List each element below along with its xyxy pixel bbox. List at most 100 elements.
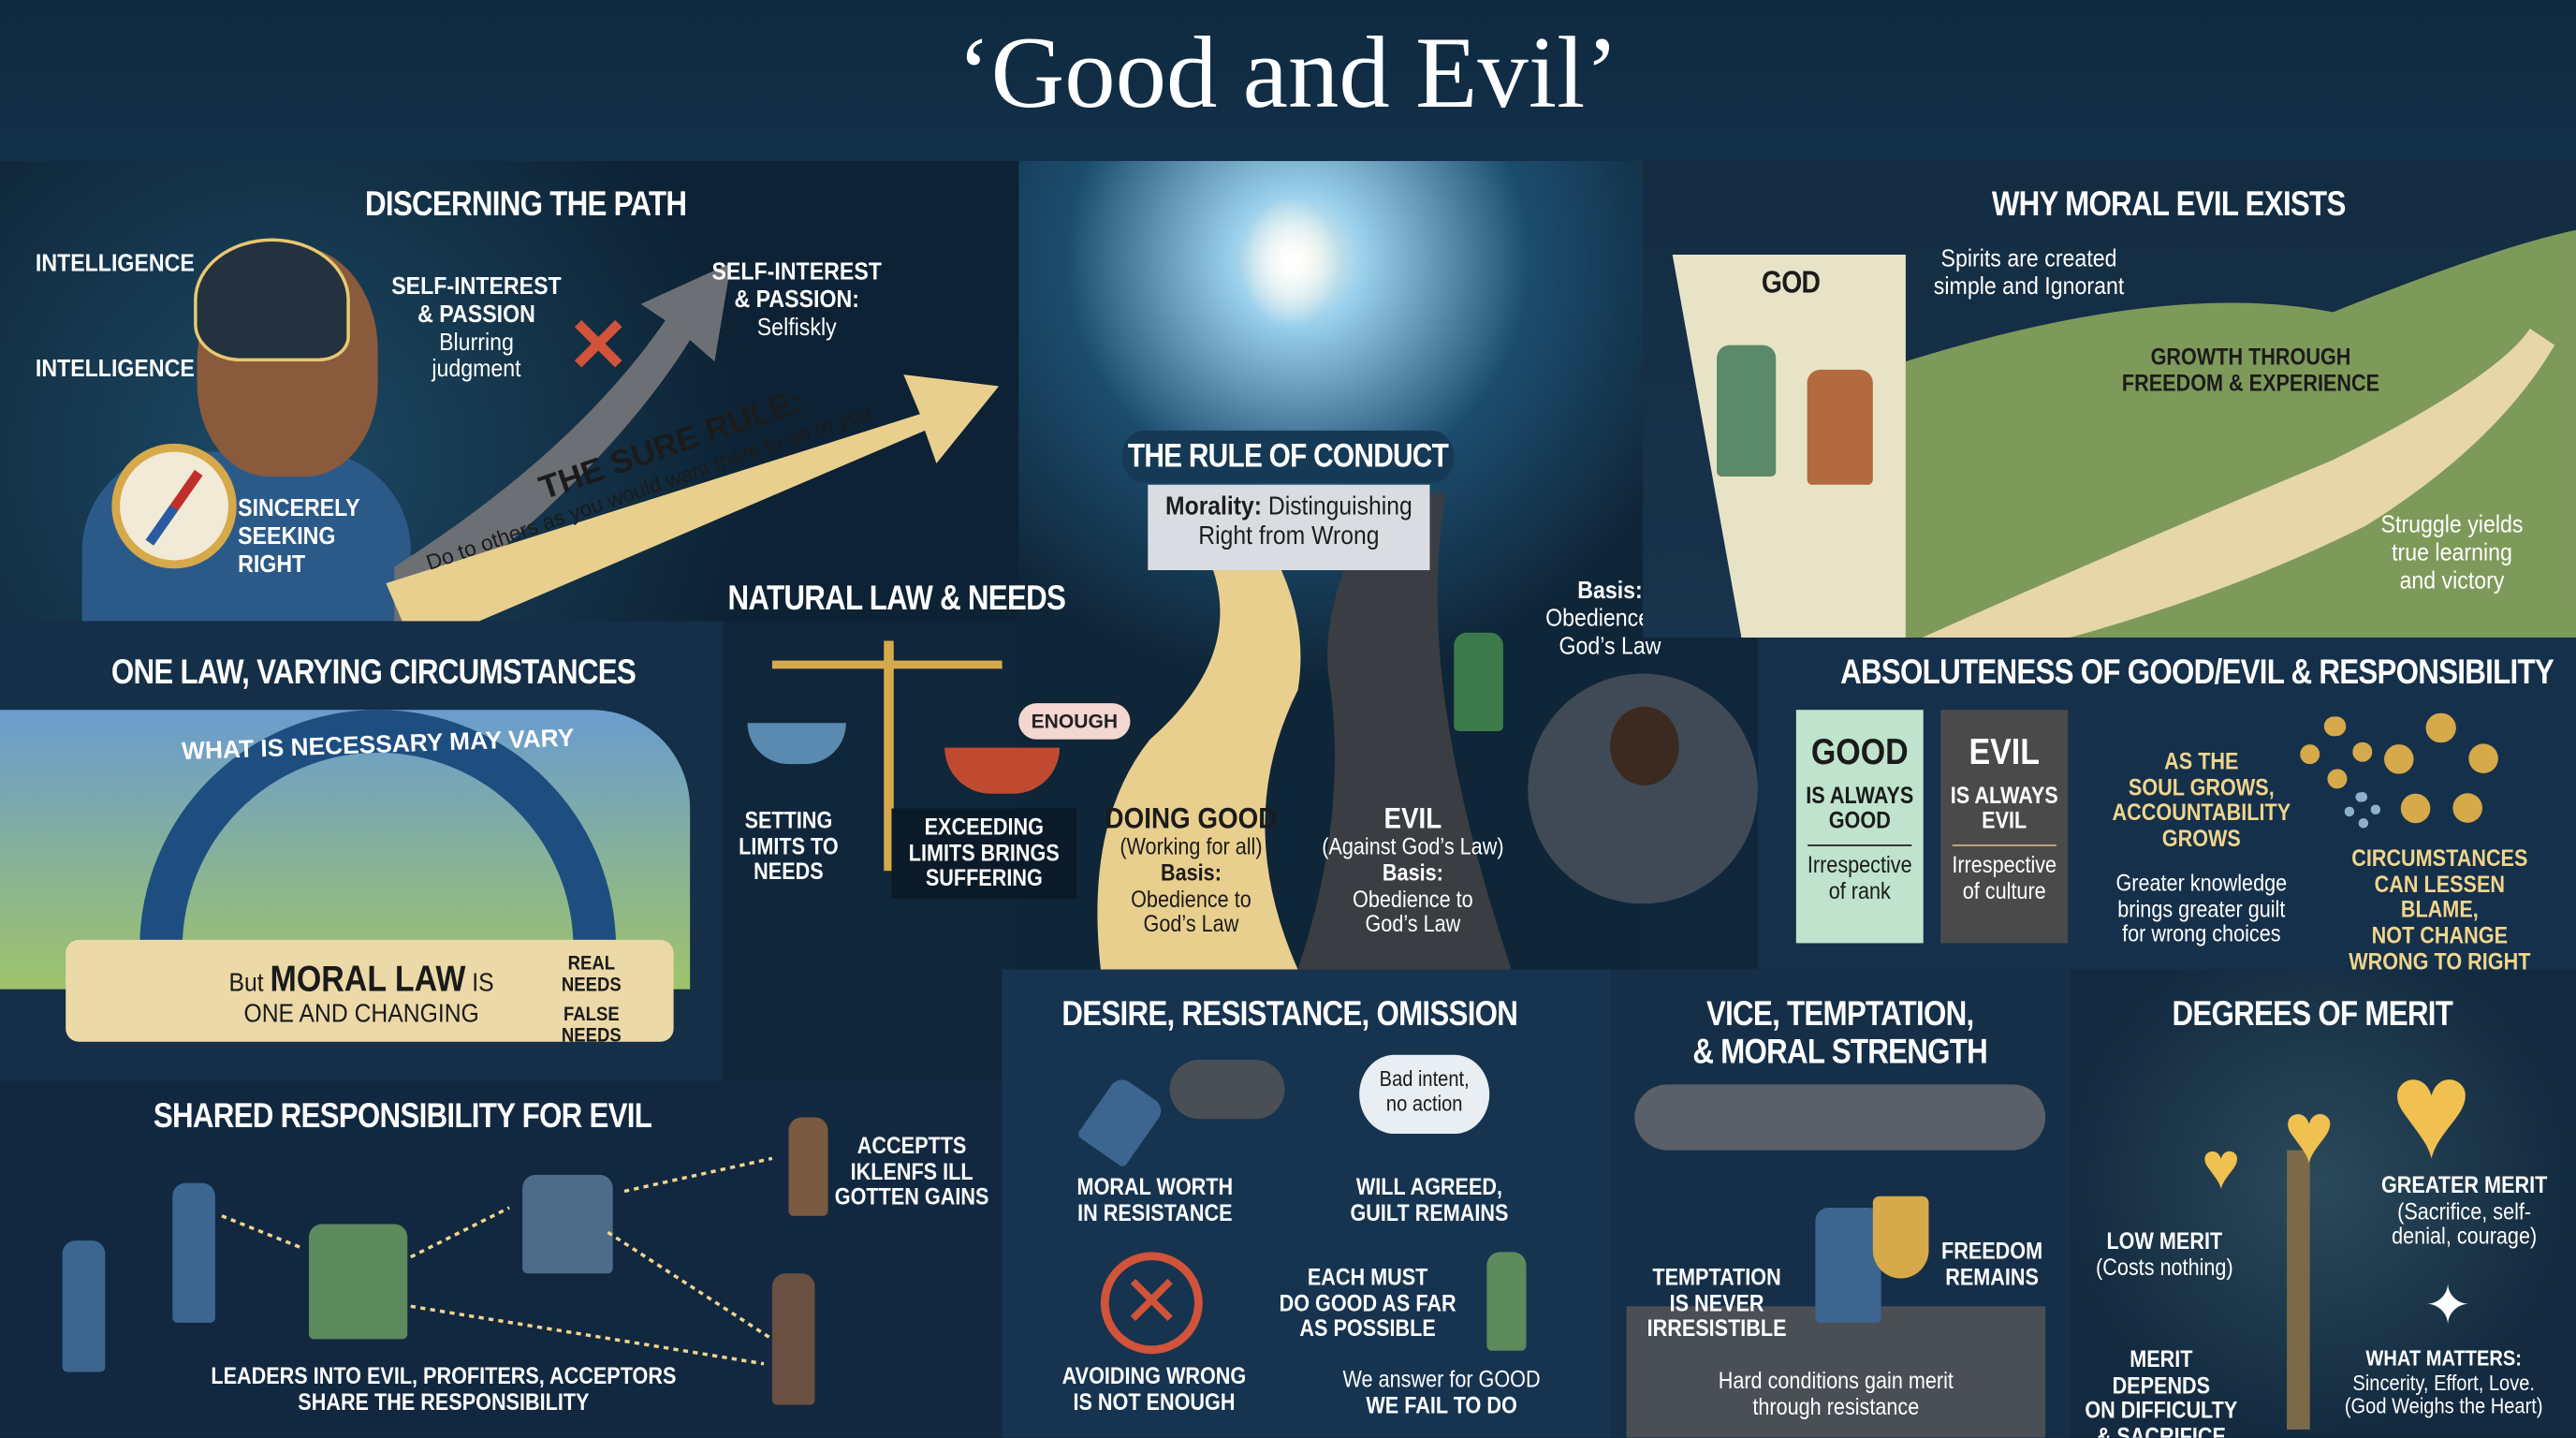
line: GROWTH THROUGH	[2150, 343, 2351, 370]
line: SETTING	[744, 806, 833, 833]
leader-figure	[172, 1182, 215, 1323]
troubled-person-circle	[1528, 673, 1758, 904]
adult-figure	[1717, 345, 1777, 477]
vice-heading: VICE, TEMPTATION,& MORAL STRENGTH	[1659, 996, 2022, 1072]
flow-arrows	[221, 1156, 773, 1366]
evil-title: EVIL	[1383, 801, 1442, 835]
line: ONE AND CHANGING	[243, 1000, 479, 1029]
line: IS NOT ENOUGH	[1073, 1387, 1236, 1415]
line: Obedience to	[1131, 885, 1251, 912]
line: no action	[1385, 1090, 1463, 1115]
discerning-heading: DISCERNING THE PATH	[365, 185, 687, 224]
line: VICE, TEMPTATION,	[1705, 995, 1974, 1034]
line: and victory	[2399, 565, 2505, 594]
merit-heading: DEGREES OF MERIT	[2172, 995, 2453, 1034]
thought-bubble: Bad intent,no action	[1359, 1054, 1490, 1135]
line: IRRESISTIBLE	[1647, 1314, 1787, 1342]
group-figures	[308, 1224, 408, 1340]
line: SOUL GROWS,	[2128, 773, 2275, 800]
person-figure	[1454, 632, 1503, 732]
line: FREEDOM & EXPERIENCE	[2121, 369, 2380, 396]
line: CIRCUMSTANCES	[2351, 844, 2528, 872]
star-light-icon	[1240, 197, 1339, 330]
line: SINCERELY	[238, 494, 360, 523]
line: & SACRIFICE	[2096, 1422, 2226, 1438]
line: MORAL WORTH	[1076, 1173, 1234, 1200]
line: EXCEEDING	[924, 813, 1044, 840]
line: AS POSSIBLE	[1299, 1314, 1436, 1342]
desire-panel	[1002, 969, 1610, 1438]
line: (Working for all)	[1120, 833, 1263, 860]
line: MERIT DEPENDS	[2112, 1345, 2211, 1399]
line: LIMITS TO	[739, 832, 839, 859]
morality-label: Morality:	[1165, 492, 1262, 521]
line: WE FAIL TO DO	[1366, 1390, 1517, 1418]
line: true learning	[2392, 538, 2512, 567]
page-title: ‘Good and Evil’	[957, 18, 1619, 130]
line: FREEDOM	[1941, 1237, 2043, 1264]
brain-circuit-icon	[194, 238, 350, 362]
line: LIMITS BRINGS	[908, 839, 1060, 866]
line: LEADERS INTO EVIL, PROFITERS, ACCEPTORS	[211, 1361, 677, 1389]
line: GOTTEN GAINS	[834, 1183, 989, 1211]
moral-law-text: But MORAL LAW IS ONE AND CHANGING	[210, 958, 513, 1030]
line: DO GOOD AS FAR	[1279, 1289, 1456, 1316]
word: MORAL LAW	[270, 958, 466, 1000]
absoluteness-heading: ABSOLUTENESS OF GOOD/EVIL & RESPONSIBILI…	[1840, 653, 2554, 692]
sure-rule-arrow	[386, 374, 1000, 650]
self-interest-arrow	[394, 262, 732, 633]
line: Bad intent,	[1379, 1066, 1470, 1092]
morality-text: Distinguishing	[1267, 492, 1412, 521]
rule-of-conduct-heading: THE RULE OF CONDUCT	[1121, 430, 1455, 483]
low-merit-text: LOW MERIT(Costs nothing)	[2088, 1228, 2240, 1281]
line: IS ALWAYS	[1806, 781, 1914, 808]
line: IS NEVER	[1669, 1289, 1764, 1316]
line: GOOD	[1828, 807, 1891, 834]
paths-illustration	[1097, 492, 1512, 970]
line: AS THE	[2164, 747, 2239, 774]
desire-heading: DESIRE, RESISTANCE, OMISSION	[1061, 995, 1518, 1034]
line: WRONG TO RIGHT	[2349, 947, 2531, 975]
warrior-figure	[1815, 1207, 1881, 1323]
gear-icon-large	[2381, 712, 2501, 832]
line: & PASSION	[417, 300, 535, 329]
compass-icon	[111, 443, 237, 569]
storm-cloud-icon	[1169, 1060, 1285, 1120]
line: Irrespective	[1952, 851, 2057, 878]
line: denial, courage)	[2392, 1223, 2538, 1250]
line: simple and Ignorant	[1933, 271, 2125, 301]
one-law-heading: ONE LAW, VARYING CIRCUMSTANCES	[110, 653, 637, 692]
what-matters-text: WHAT MATTERS:Sincerity, Effort, Love.(Go…	[2324, 1346, 2563, 1419]
line: SUFFERING	[925, 864, 1043, 891]
line: (Against God’s Law)	[1322, 833, 1504, 860]
gear-icon	[2300, 716, 2373, 789]
shield-icon	[1872, 1196, 1929, 1279]
title-band	[0, 0, 2576, 161]
heart-icon-large: ♥	[2390, 1032, 2473, 1187]
scroll	[66, 939, 674, 1042]
line: FALSE	[563, 1002, 620, 1025]
line: NEEDS	[561, 973, 622, 997]
line: ACCEPTTS	[856, 1132, 967, 1159]
line: judgment	[432, 355, 521, 384]
line: CAN LESSEN BLAME,	[2374, 870, 2505, 923]
scale-icon	[884, 640, 894, 872]
good-title: GOOD	[1810, 731, 1909, 772]
line: Sincerity, Effort, Love.	[2352, 1369, 2535, 1395]
scale-pan-left	[747, 723, 846, 765]
line: (Sacrifice, self-	[2397, 1196, 2532, 1224]
line: Selfiskly	[756, 313, 837, 342]
evil-label: EVIL (Against God’s Law) Basis: Obedienc…	[1319, 801, 1507, 937]
